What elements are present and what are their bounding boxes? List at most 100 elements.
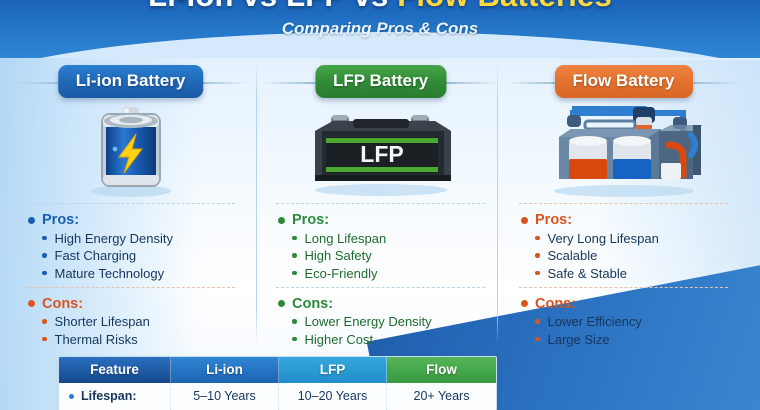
table-cell-lfp: 10–20 Years	[279, 383, 387, 410]
cons-heading-label: Cons:	[42, 295, 84, 312]
pros-group-li-ion: Pros: High Energy Density Fast Charging …	[12, 204, 249, 281]
bullet-icon	[278, 300, 285, 307]
badge-wrap-li-ion: Li-ion Battery	[12, 65, 249, 99]
bullet-icon	[535, 270, 540, 276]
bullet-icon	[42, 270, 47, 276]
list-item-label: Long Lifespan	[304, 230, 387, 246]
cons-heading-label: Cons:	[535, 295, 577, 312]
list-item-label: Lower Energy Density	[304, 314, 432, 329]
list-item: Lower Efficiency	[535, 314, 742, 329]
pros-heading-li-ion: Pros:	[28, 212, 249, 228]
pros-list-li-ion: High Energy Density Fast Charging Mature…	[28, 231, 249, 281]
column-lfp: LFP Battery LFP	[262, 58, 499, 348]
column-badge-lfp[interactable]: LFP Battery	[314, 65, 447, 98]
bullet-icon	[292, 253, 297, 258]
pros-heading-flow: Pros:	[521, 212, 742, 228]
separator-pros-flow	[519, 203, 728, 204]
bullet-icon	[535, 235, 540, 241]
header-curve	[0, 40, 760, 58]
cons-group-flow: Cons: Lower Efficiency Large Size	[505, 288, 742, 347]
list-item: Shorter Lifespan	[42, 314, 249, 329]
table-header-cell-liion: Li-ion	[171, 357, 279, 383]
bullet-icon	[42, 253, 47, 258]
cons-group-li-ion: Cons: Shorter Lifespan Thermal Risks	[12, 288, 249, 347]
list-item-label: Mature Technology	[54, 265, 165, 281]
bullet-icon	[292, 270, 297, 276]
table-cell-feature: Lifespan:	[59, 383, 171, 410]
cons-list-li-ion: Shorter Lifespan Thermal Risks	[28, 314, 249, 347]
pros-heading-label: Pros:	[292, 212, 330, 228]
column-li-ion: Li-ion Battery	[12, 58, 249, 348]
badge-wrap-flow: Flow Battery	[505, 65, 742, 99]
cons-heading-li-ion: Cons:	[28, 296, 249, 312]
table-cell-flow: 20+ Years	[413, 389, 470, 403]
list-item: High Energy Density	[42, 231, 249, 246]
table-row: Lifespan: 5–10 Years 10–20 Years 20+ Yea…	[59, 383, 496, 410]
list-item-label: Higher Cost	[304, 331, 374, 347]
column-divider-2	[497, 62, 498, 344]
bullet-icon	[535, 336, 540, 342]
svg-text:LFP: LFP	[360, 141, 403, 167]
bullet-icon	[42, 319, 47, 324]
list-item-label: Lower Efficiency	[547, 314, 642, 329]
column-badge-li-ion[interactable]: Li-ion Battery	[57, 65, 204, 98]
cons-list-flow: Lower Efficiency Large Size	[521, 314, 742, 347]
page-title: Li-ion vs LFP vs Flow Batteries	[0, 0, 760, 14]
pros-list-lfp: Long Lifespan High Safety Eco-Friendly	[278, 231, 499, 281]
list-item-label: Scalable	[547, 248, 598, 263]
page-title-accent: Flow Batteries	[397, 0, 612, 13]
bullet-icon	[521, 300, 528, 307]
table-header-cell-lfp: LFP	[279, 357, 387, 383]
pros-group-flow: Pros: Very Long Lifespan Scalable Safe &…	[505, 204, 742, 281]
list-item-label: Thermal Risks	[54, 331, 138, 347]
list-item-label: Fast Charging	[54, 248, 137, 263]
bullet-icon	[42, 336, 47, 342]
list-item: Large Size	[535, 332, 742, 347]
list-item: Lower Energy Density	[292, 314, 499, 329]
bullet-icon	[292, 336, 297, 342]
page-title-main: Li-ion vs LFP vs	[148, 0, 397, 13]
column-divider-1	[256, 62, 257, 344]
cons-group-lfp: Cons: Lower Energy Density Higher Cost	[262, 288, 499, 347]
header-banner	[0, 0, 760, 58]
separator-cons-li-ion	[26, 286, 235, 288]
pros-heading-lfp: Pros:	[278, 212, 499, 228]
separator-pros-li-ion	[26, 203, 235, 204]
bullet-icon	[535, 319, 540, 324]
list-item: Eco-Friendly	[292, 266, 499, 281]
list-item: Scalable	[535, 248, 742, 263]
list-item: Higher Cost	[292, 332, 499, 347]
list-item: Fast Charging	[42, 248, 249, 263]
column-flow: Flow Battery	[505, 58, 742, 348]
li-ion-battery-icon	[12, 99, 249, 197]
cons-heading-label: Cons:	[292, 295, 334, 312]
bullet-icon	[278, 216, 285, 224]
bullet-icon	[69, 393, 74, 399]
list-item-label: Very Long Lifespan	[547, 230, 659, 246]
table-cell-feature-label: Lifespan:	[81, 389, 137, 403]
lfp-battery-icon: LFP	[262, 99, 499, 197]
list-item: High Safety	[292, 248, 499, 263]
pros-group-lfp: Pros: Long Lifespan High Safety Eco-Frie…	[262, 204, 499, 281]
list-item: Mature Technology	[42, 266, 249, 281]
list-item-label: Eco-Friendly	[304, 265, 378, 281]
pros-heading-label: Pros:	[535, 212, 573, 228]
separator-cons-lfp	[276, 286, 485, 288]
list-item-label: High Safety	[304, 248, 372, 263]
page-subtitle: Comparing Pros & Cons	[281, 19, 479, 38]
cons-heading-lfp: Cons:	[278, 296, 499, 312]
list-item-label: Shorter Lifespan	[54, 314, 150, 329]
list-item-label: Safe & Stable	[547, 265, 628, 281]
list-item: Thermal Risks	[42, 332, 249, 347]
bullet-icon	[42, 235, 47, 241]
list-item-label: High Energy Density	[54, 230, 174, 246]
cons-heading-flow: Cons:	[521, 296, 742, 312]
list-item: Safe & Stable	[535, 266, 742, 281]
list-item: Long Lifespan	[292, 231, 499, 246]
flow-battery-icon	[505, 99, 742, 197]
column-badge-flow[interactable]: Flow Battery	[554, 65, 693, 98]
bullet-icon	[28, 216, 35, 224]
table-header-cell-flow: Flow	[387, 357, 496, 383]
table-cell-liion: 5–10 Years	[171, 383, 279, 410]
